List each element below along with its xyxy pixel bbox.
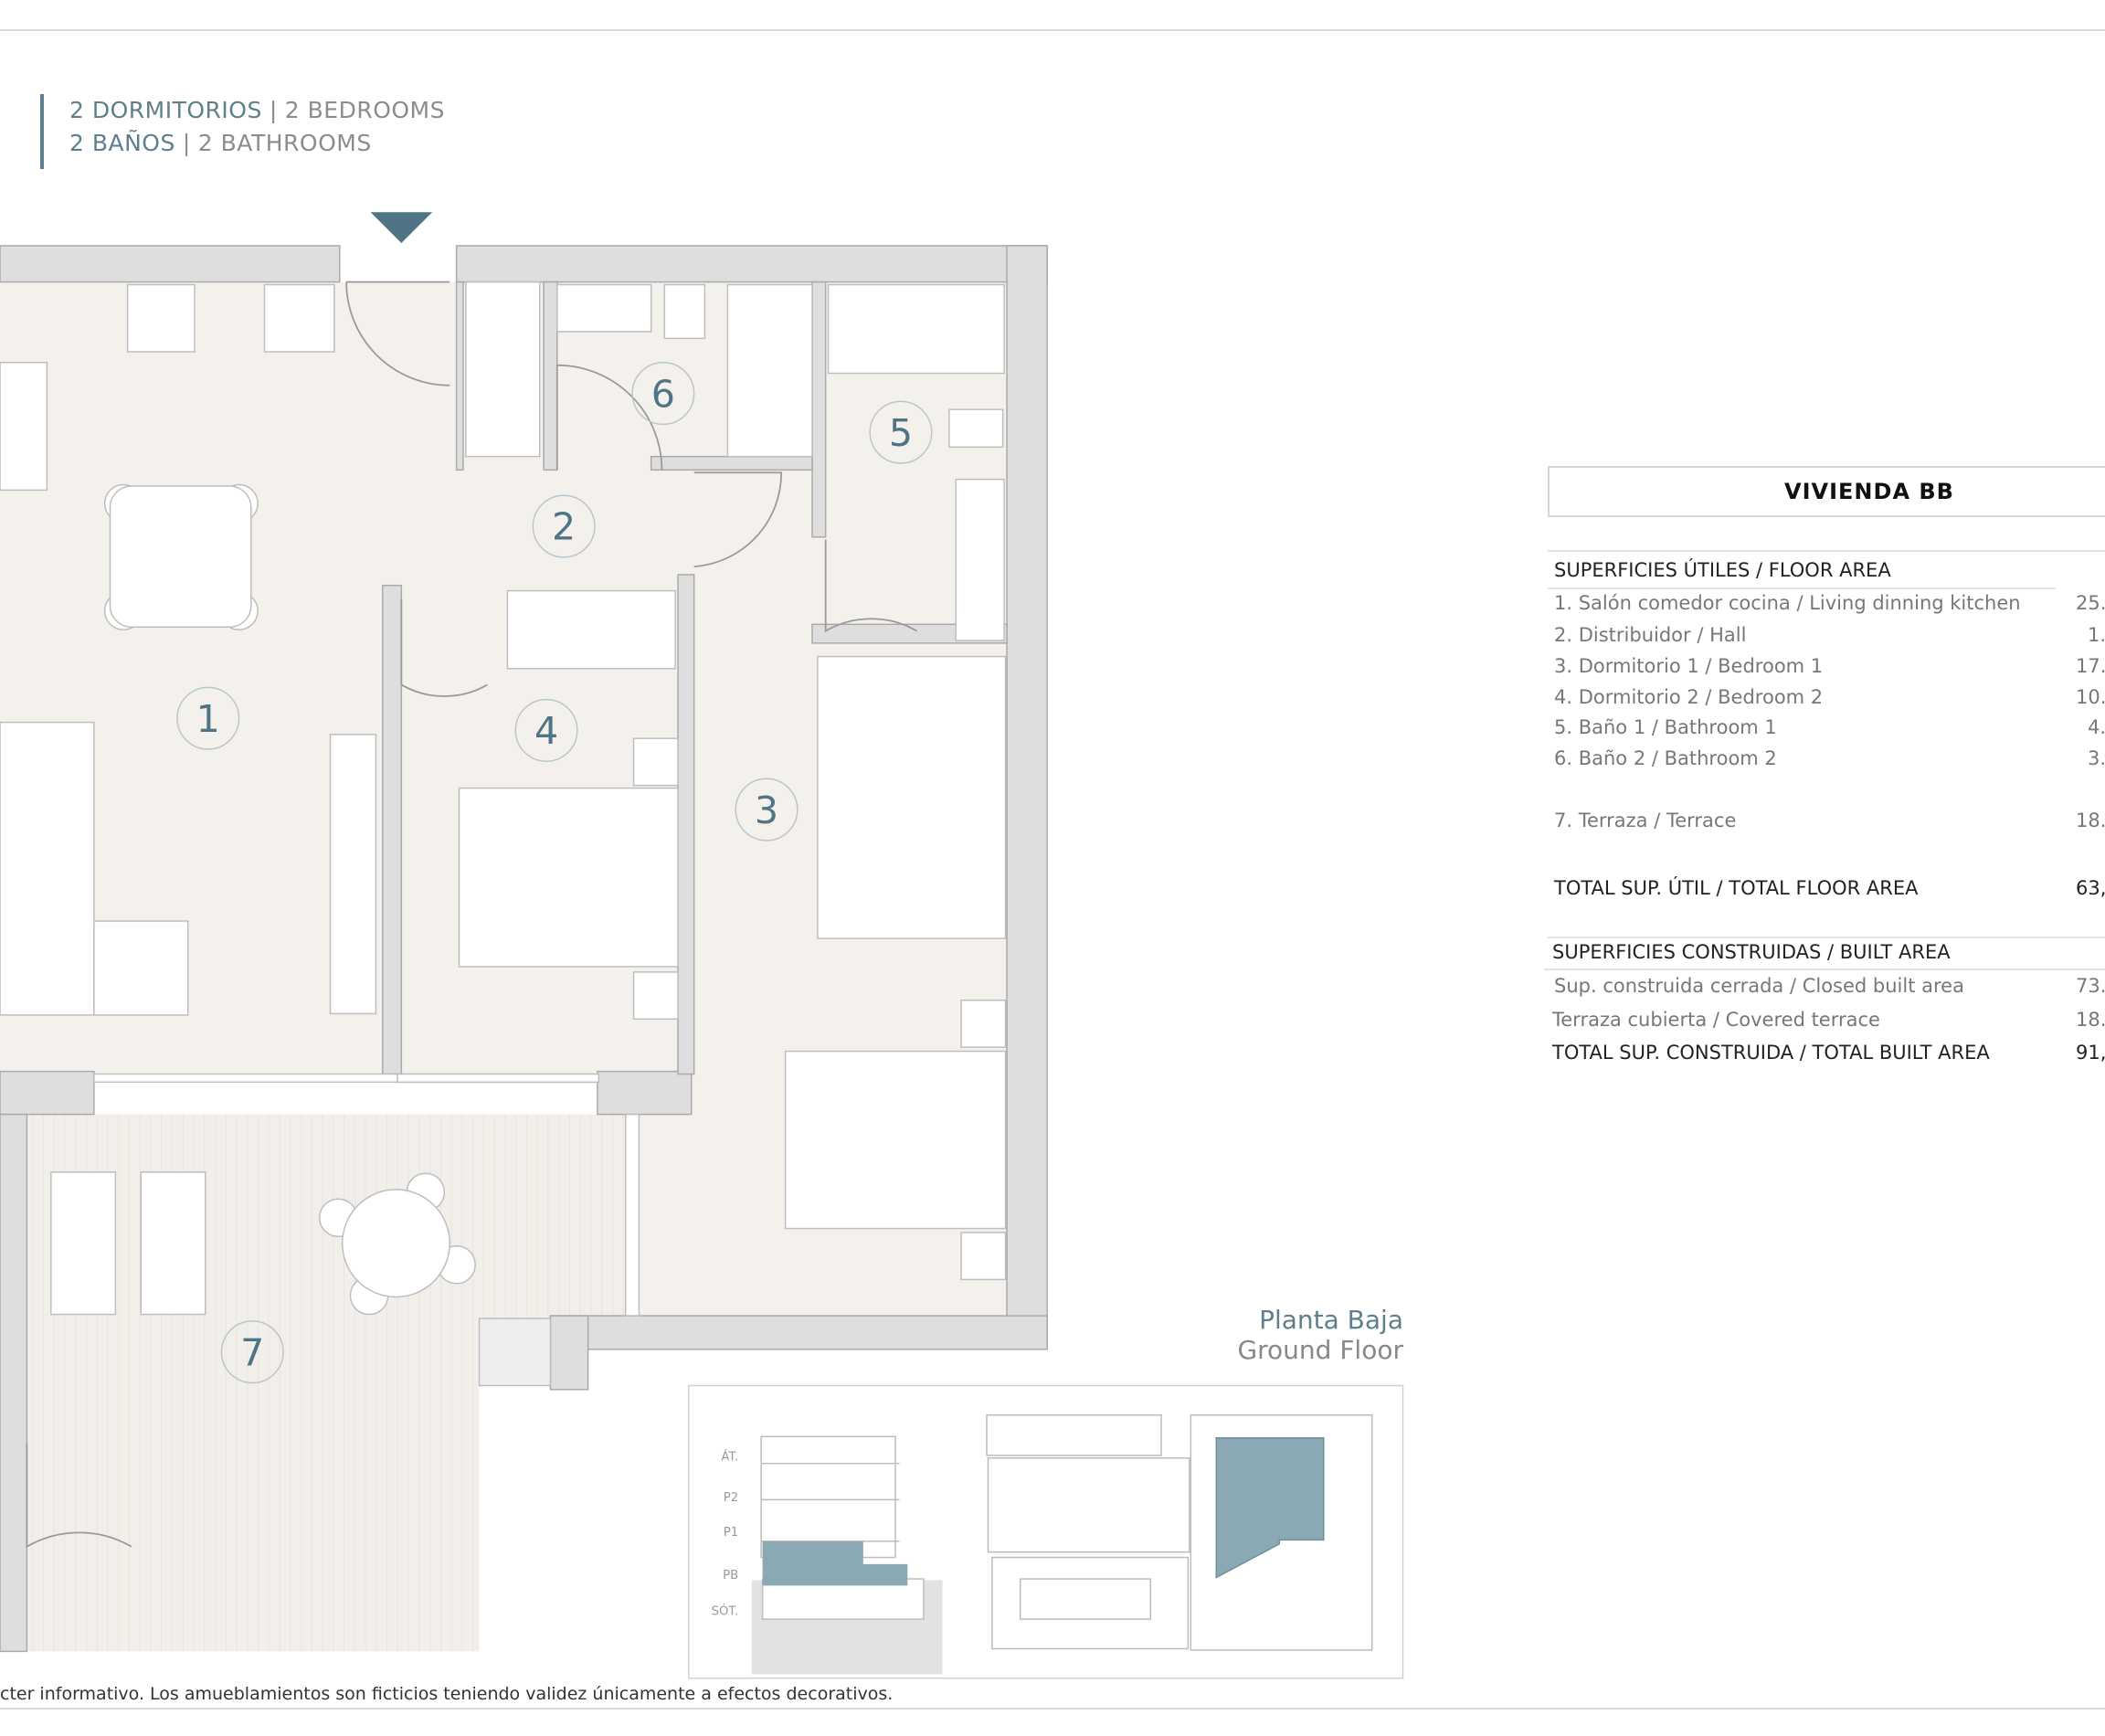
separator: | (182, 130, 191, 156)
level-pb: PB (723, 1569, 738, 1583)
built-row-value: 73. (2076, 975, 2105, 997)
header-bedrooms: 2 DORMITORIOS |2 BEDROOMS (69, 97, 445, 123)
unit-title-box: VIVIENDA BB (1548, 466, 2105, 517)
floor-row-value: 10. (2076, 686, 2105, 708)
total-floor-label: TOTAL SUP. ÚTIL / TOTAL FLOOR AREA (1554, 877, 1919, 899)
room-number: 3 (755, 789, 778, 832)
room-number: 7 (240, 1330, 264, 1374)
built-area-heading: SUPERFICIES CONSTRUIDAS / BUILT AREA (1552, 941, 1951, 963)
room-label-5: 5 (869, 400, 933, 464)
floor-row-label: 4. Dormitorio 2 / Bedroom 2 (1554, 686, 1824, 708)
room-floors (0, 281, 1008, 1652)
built-row-label: Terraza cubierta / Covered terrace (1552, 1009, 1880, 1031)
floor-area-heading: SUPERFICIES ÚTILES / FLOOR AREA (1554, 559, 1891, 581)
total-built-label: TOTAL SUP. CONSTRUIDA / TOTAL BUILT AREA (1552, 1042, 1990, 1064)
section-diagram (751, 1435, 943, 1675)
level-at: ÁT. (721, 1449, 738, 1465)
built-row-value: 18. (2076, 1009, 2105, 1031)
bathrooms-en: 2 BATHROOMS (197, 130, 372, 156)
room-number: 5 (889, 411, 913, 455)
floor-row-label: 2. Distribuidor / Hall (1554, 624, 1747, 646)
floor-title-en: Ground Floor (1237, 1335, 1403, 1365)
total-built-value: 91, (2076, 1042, 2105, 1064)
bathrooms-es: 2 BAÑOS (69, 130, 175, 156)
room-number: 1 (196, 697, 220, 741)
furniture (0, 281, 1007, 1387)
floor-row-value: 17. (2076, 655, 2105, 677)
room-number: 6 (651, 372, 675, 416)
windows (93, 1073, 640, 1317)
level-sot: SÓT. (712, 1603, 739, 1619)
floor-row-value: 18. (2076, 810, 2105, 831)
room-label-7: 7 (220, 1320, 284, 1384)
room-number: 4 (534, 709, 558, 753)
bedrooms-en: 2 BEDROOMS (284, 97, 445, 123)
floor-row-value: 3. (2088, 747, 2105, 769)
room-label-4: 4 (514, 698, 578, 762)
floor-row-label: 3. Dormitorio 1 / Bedroom 1 (1554, 655, 1824, 677)
table-divider (1544, 969, 2105, 970)
floor-row-label: 1. Salón comedor cocina / Living dinning… (1554, 592, 2021, 614)
built-row-label: Sup. construida cerrada / Closed built a… (1554, 975, 1964, 997)
room-label-3: 3 (735, 778, 799, 842)
floor-row-value: 25. (2076, 592, 2105, 614)
header-accent-bar (40, 94, 44, 169)
level-p2: P2 (724, 1491, 738, 1505)
bottom-rule (0, 1708, 2105, 1710)
floor-title: Planta Baja Ground Floor (1237, 1305, 1403, 1365)
top-rule (0, 29, 2105, 31)
table-divider (1548, 937, 2105, 938)
key-plan: ÁT. P2 P1 PB SÓT. (688, 1384, 1404, 1679)
header-bathrooms: 2 BAÑOS |2 BATHROOMS (69, 130, 372, 156)
door-swings (26, 281, 918, 1549)
entrance-arrow-icon (370, 212, 433, 243)
table-divider (1548, 550, 2105, 552)
bedrooms-es: 2 DORMITORIOS (69, 97, 262, 123)
room-label-2: 2 (532, 494, 596, 558)
level-p1: P1 (724, 1526, 738, 1540)
floor-row-value: 4. (2088, 716, 2105, 738)
floor-row-value: 1. (2088, 624, 2105, 646)
room-label-1: 1 (176, 686, 240, 750)
table-divider (1548, 587, 2056, 589)
floor-row-label: 6. Baño 2 / Bathroom 2 (1554, 747, 1777, 769)
unit-title: VIVIENDA BB (1784, 479, 1954, 504)
site-plan-diagram (986, 1414, 1373, 1651)
total-floor-value: 63, (2076, 877, 2105, 899)
room-number: 2 (552, 505, 576, 549)
disclaimer-text: cter informativo. Los amueblamientos son… (0, 1684, 894, 1704)
floor-row-label: 5. Baño 1 / Bathroom 1 (1554, 716, 1777, 738)
walls (0, 245, 1048, 1653)
separator: | (269, 97, 278, 123)
room-labels: 1 2 3 4 5 6 7 (176, 362, 933, 1384)
room-label-6: 6 (631, 362, 695, 426)
floor-title-es: Planta Baja (1259, 1305, 1403, 1335)
floor-row-label: 7. Terraza / Terrace (1554, 810, 1737, 831)
